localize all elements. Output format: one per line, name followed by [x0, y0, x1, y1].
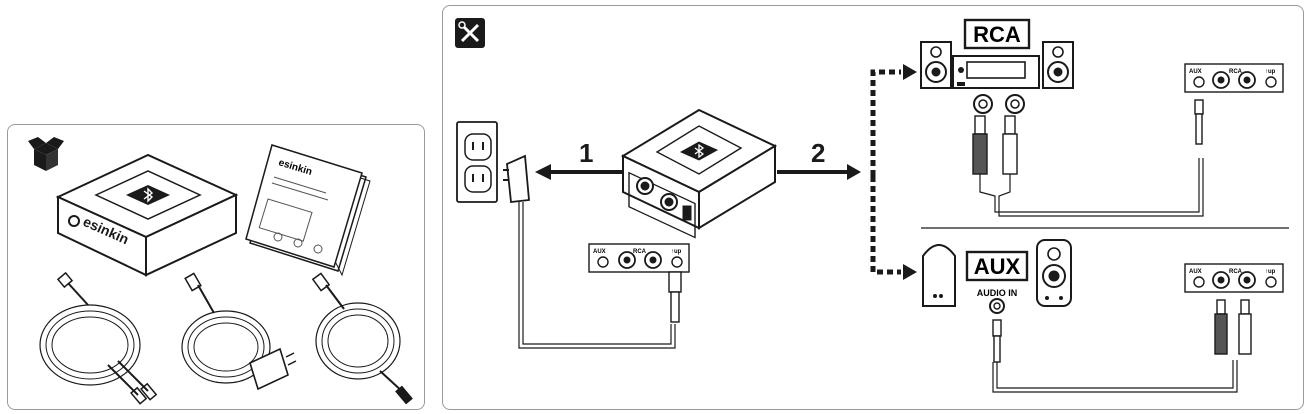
stereo-rca-input: [973, 94, 1025, 114]
aux-title-frame: [965, 250, 1029, 282]
device-port-rca-label: RCA: [633, 249, 647, 255]
step-2-label: 2: [811, 138, 825, 168]
package-contents-panel: esinkin esinkin: [7, 124, 425, 410]
esinkin-logo-icon: [68, 215, 80, 227]
open-box-icon: [28, 137, 64, 171]
audio-in-label: AUDIO IN: [977, 288, 1018, 298]
wall-outlet: [456, 121, 498, 203]
arrow-to-power: [535, 164, 627, 180]
rca-cable: [39, 271, 158, 405]
bluetooth-receiver-device: [620, 108, 778, 239]
dotted-connector: [870, 69, 901, 275]
aux-receiver-port-aux-label: AUX: [1189, 269, 1202, 275]
power-adapter: [181, 272, 297, 391]
aux-receiver-port-strip: [1184, 263, 1284, 355]
setup-panel: 1 AUX RCA: [442, 5, 1304, 410]
power-plug: [503, 154, 676, 349]
setup-illustration: 1 AUX RCA: [455, 18, 1289, 393]
bluetooth-receiver-device: esinkin: [55, 153, 239, 277]
device-port-aux-label: AUX: [593, 249, 606, 255]
amp-port-aux-label: AUX: [1189, 69, 1202, 75]
powered-speakers: [922, 239, 1072, 307]
tools-icon: [455, 18, 485, 48]
arrow-to-output: [777, 164, 861, 180]
aux-receiver-port-rca-label: RCA: [1229, 269, 1243, 275]
package-contents-illustration: esinkin esinkin: [28, 137, 413, 405]
amp-port-strip: [1184, 63, 1284, 145]
rca-plug-pair: [972, 115, 1204, 217]
aux-receiver-port-tup-label: ↑up: [1265, 269, 1276, 275]
aux-target-title: AUX: [974, 254, 1021, 279]
step-1-label: 1: [579, 138, 593, 168]
stereo-system: [920, 41, 1074, 89]
rca-title-frame: [963, 18, 1031, 50]
quick-start-manual: esinkin: [245, 144, 371, 277]
aux-usb-cable: [311, 272, 413, 405]
amp-port-rca-label: RCA: [1229, 69, 1243, 75]
rca-target-title: RCA: [973, 22, 1021, 47]
bluetooth-icon: [143, 187, 154, 203]
device-port-strip: [588, 243, 690, 323]
arrow-to-rca-icon: [903, 64, 917, 80]
arrow-to-aux-icon: [903, 264, 917, 280]
audio-in-jack: [989, 298, 1238, 393]
amp-port-tup-label: ↑up: [1265, 69, 1276, 75]
device-port-tup-label: ↑up: [671, 249, 682, 255]
